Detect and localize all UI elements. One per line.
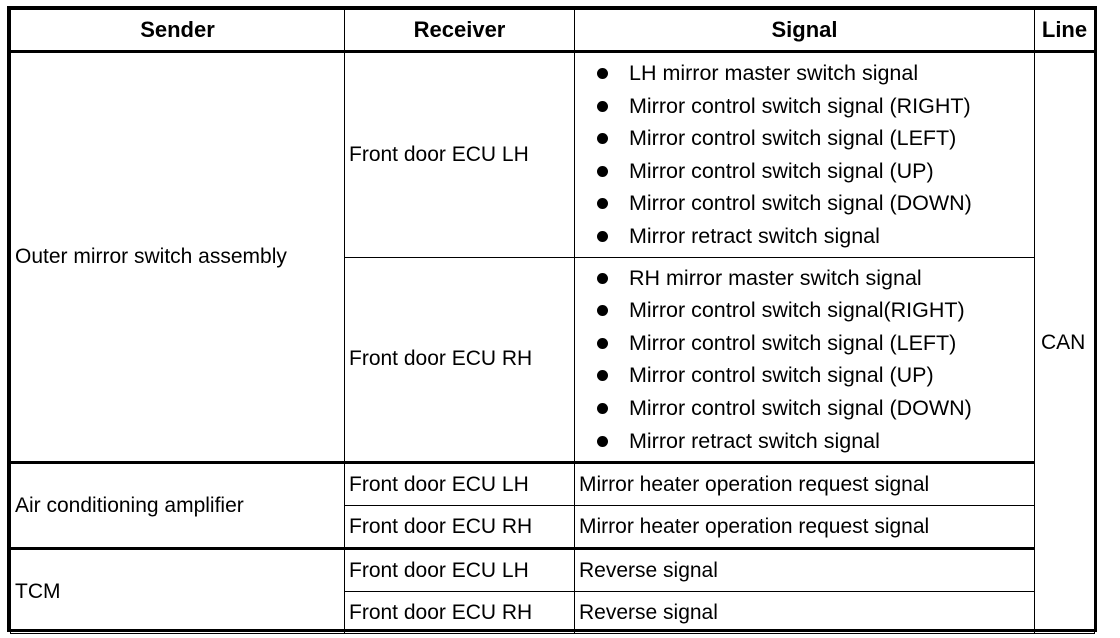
table-row: Front door ECU RH Mirror heater operatio… bbox=[11, 505, 1095, 550]
signal-item: Mirror control switch signal (LEFT) bbox=[597, 327, 1034, 360]
signal-item: Mirror control switch signal (UP) bbox=[597, 155, 1034, 188]
signal-item: RH mirror master switch signal bbox=[597, 262, 1034, 295]
signal-cell: Reverse signal bbox=[574, 591, 1035, 635]
table-row: Outer mirror switch assembly Front door … bbox=[10, 49, 1095, 635]
signal-cell: LH mirror master switch signal Mirror co… bbox=[574, 51, 1035, 258]
signal-item: Mirror control switch signal (DOWN) bbox=[597, 392, 1034, 425]
table-row: TCM Front door ECU LH Reverse signal bbox=[10, 547, 1095, 635]
header-line: Line bbox=[1034, 9, 1095, 53]
signal-cell: Mirror heater operation request signal bbox=[574, 461, 1035, 507]
signal-item: Mirror control switch signal (DOWN) bbox=[597, 187, 1034, 220]
receiver-cell: Front door ECU LH bbox=[344, 461, 575, 507]
receiver-cell: Front door ECU LH bbox=[344, 547, 575, 593]
receiver-cell: Front door ECU RH bbox=[344, 256, 575, 464]
signal-list: RH mirror master switch signal Mirror co… bbox=[575, 262, 1034, 458]
header-row: Sender Receiver Signal Line bbox=[10, 9, 1095, 53]
table-row: Air conditioning amplifier Front door EC… bbox=[10, 461, 1095, 550]
signal-item: Mirror control switch signal (LEFT) bbox=[597, 122, 1034, 155]
signal-item: Mirror control switch signal (UP) bbox=[597, 359, 1034, 392]
signal-cell: Mirror heater operation request signal bbox=[574, 505, 1035, 550]
receiver-cell: Front door ECU RH bbox=[344, 591, 575, 635]
signal-table: Sender Receiver Signal Line Outer mirror… bbox=[10, 9, 1095, 635]
signal-item: Mirror retract switch signal bbox=[597, 220, 1034, 253]
signal-item: Mirror control switch signal (RIGHT) bbox=[597, 90, 1034, 123]
signal-cell: RH mirror master switch signal Mirror co… bbox=[574, 256, 1035, 464]
header-signal: Signal bbox=[574, 9, 1035, 53]
header-receiver: Receiver bbox=[344, 9, 575, 53]
signal-list: LH mirror master switch signal Mirror co… bbox=[575, 57, 1034, 253]
table-row: Front door ECU RH RH mirror master switc… bbox=[11, 256, 1095, 464]
signal-item: Mirror control switch signal(RIGHT) bbox=[597, 294, 1034, 327]
line-cell: CAN bbox=[1034, 49, 1095, 635]
sender-cell: Air conditioning amplifier bbox=[10, 461, 345, 550]
signal-item: LH mirror master switch signal bbox=[597, 57, 1034, 90]
table-row: Front door ECU RH Reverse signal bbox=[11, 591, 1095, 635]
signal-cell: Reverse signal bbox=[574, 547, 1035, 593]
sender-cell: TCM bbox=[10, 547, 345, 635]
signal-table-frame: Sender Receiver Signal Line Outer mirror… bbox=[7, 6, 1097, 635]
receiver-cell: Front door ECU LH bbox=[344, 51, 575, 258]
signal-item: Mirror retract switch signal bbox=[597, 425, 1034, 458]
sender-cell: Outer mirror switch assembly bbox=[10, 50, 345, 464]
header-sender: Sender bbox=[10, 9, 345, 53]
receiver-cell: Front door ECU RH bbox=[344, 505, 575, 550]
